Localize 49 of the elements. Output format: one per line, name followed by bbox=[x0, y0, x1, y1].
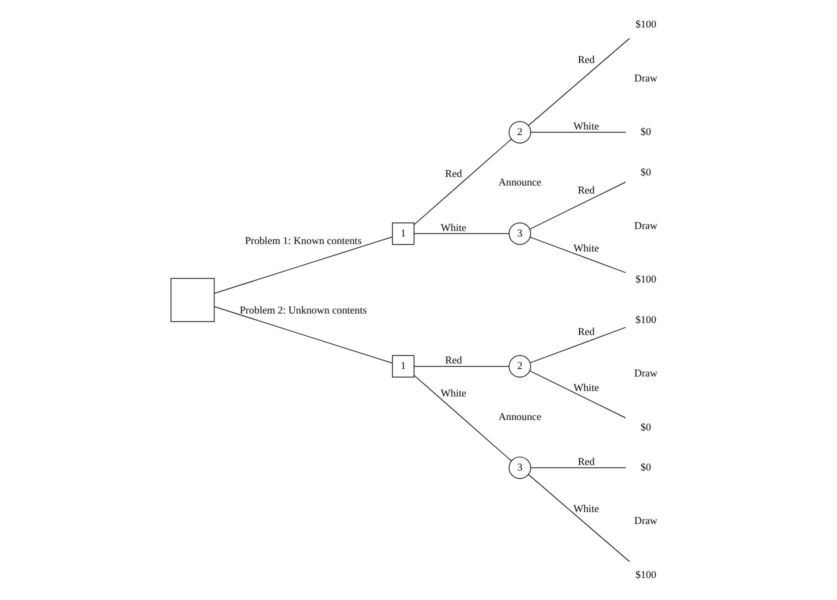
node-text: $0 bbox=[640, 167, 652, 178]
label: Draw bbox=[634, 516, 658, 528]
label: Draw bbox=[634, 73, 658, 84]
connector bbox=[528, 474, 630, 562]
edge-label: Red bbox=[445, 356, 462, 367]
label: Announce bbox=[498, 178, 542, 189]
edge-label: Red bbox=[578, 456, 595, 468]
connector bbox=[214, 306, 393, 364]
label: Draw bbox=[634, 368, 658, 380]
connector bbox=[414, 374, 512, 462]
node-text: $100 bbox=[635, 570, 656, 581]
label: Announce bbox=[498, 412, 542, 423]
connector bbox=[528, 38, 630, 126]
edge-label: Red bbox=[445, 169, 462, 180]
edge-label: Red bbox=[578, 327, 595, 338]
edge-label: White bbox=[574, 504, 599, 515]
node-text: $0 bbox=[640, 422, 652, 434]
connector bbox=[529, 182, 626, 230]
connector bbox=[530, 132, 626, 133]
connector bbox=[530, 326, 626, 364]
node-circle: 2 bbox=[508, 121, 532, 144]
edge-label: White bbox=[574, 244, 599, 255]
edge-label: White bbox=[440, 388, 466, 400]
node-circle: 2 bbox=[508, 355, 532, 378]
edge-label: Problem 2: Unknown contents bbox=[240, 306, 367, 317]
connector bbox=[530, 236, 626, 274]
connector bbox=[414, 366, 510, 367]
node-circle: 3 bbox=[508, 222, 532, 245]
edge-label: White bbox=[574, 121, 599, 132]
edge-label: Red bbox=[578, 55, 595, 66]
node-box: 1 bbox=[392, 222, 414, 245]
node-text: $100 bbox=[635, 274, 656, 286]
connector bbox=[414, 138, 512, 226]
connector bbox=[529, 370, 626, 418]
edge-label: White bbox=[440, 222, 466, 234]
edge-label: Red bbox=[578, 186, 595, 197]
node-text: $0 bbox=[640, 127, 652, 138]
edge-label: Problem 1: Known contents bbox=[244, 236, 362, 248]
node-box bbox=[170, 278, 215, 322]
node-text: $0 bbox=[640, 462, 652, 474]
connector bbox=[530, 467, 626, 468]
node-text: $100 bbox=[635, 314, 656, 326]
node-text: $100 bbox=[635, 20, 656, 31]
connector bbox=[214, 236, 393, 294]
label: Draw bbox=[634, 220, 658, 232]
edge-label: White bbox=[574, 383, 599, 394]
node-circle: 3 bbox=[508, 456, 532, 479]
connector bbox=[414, 233, 510, 234]
node-box: 1 bbox=[392, 355, 414, 378]
